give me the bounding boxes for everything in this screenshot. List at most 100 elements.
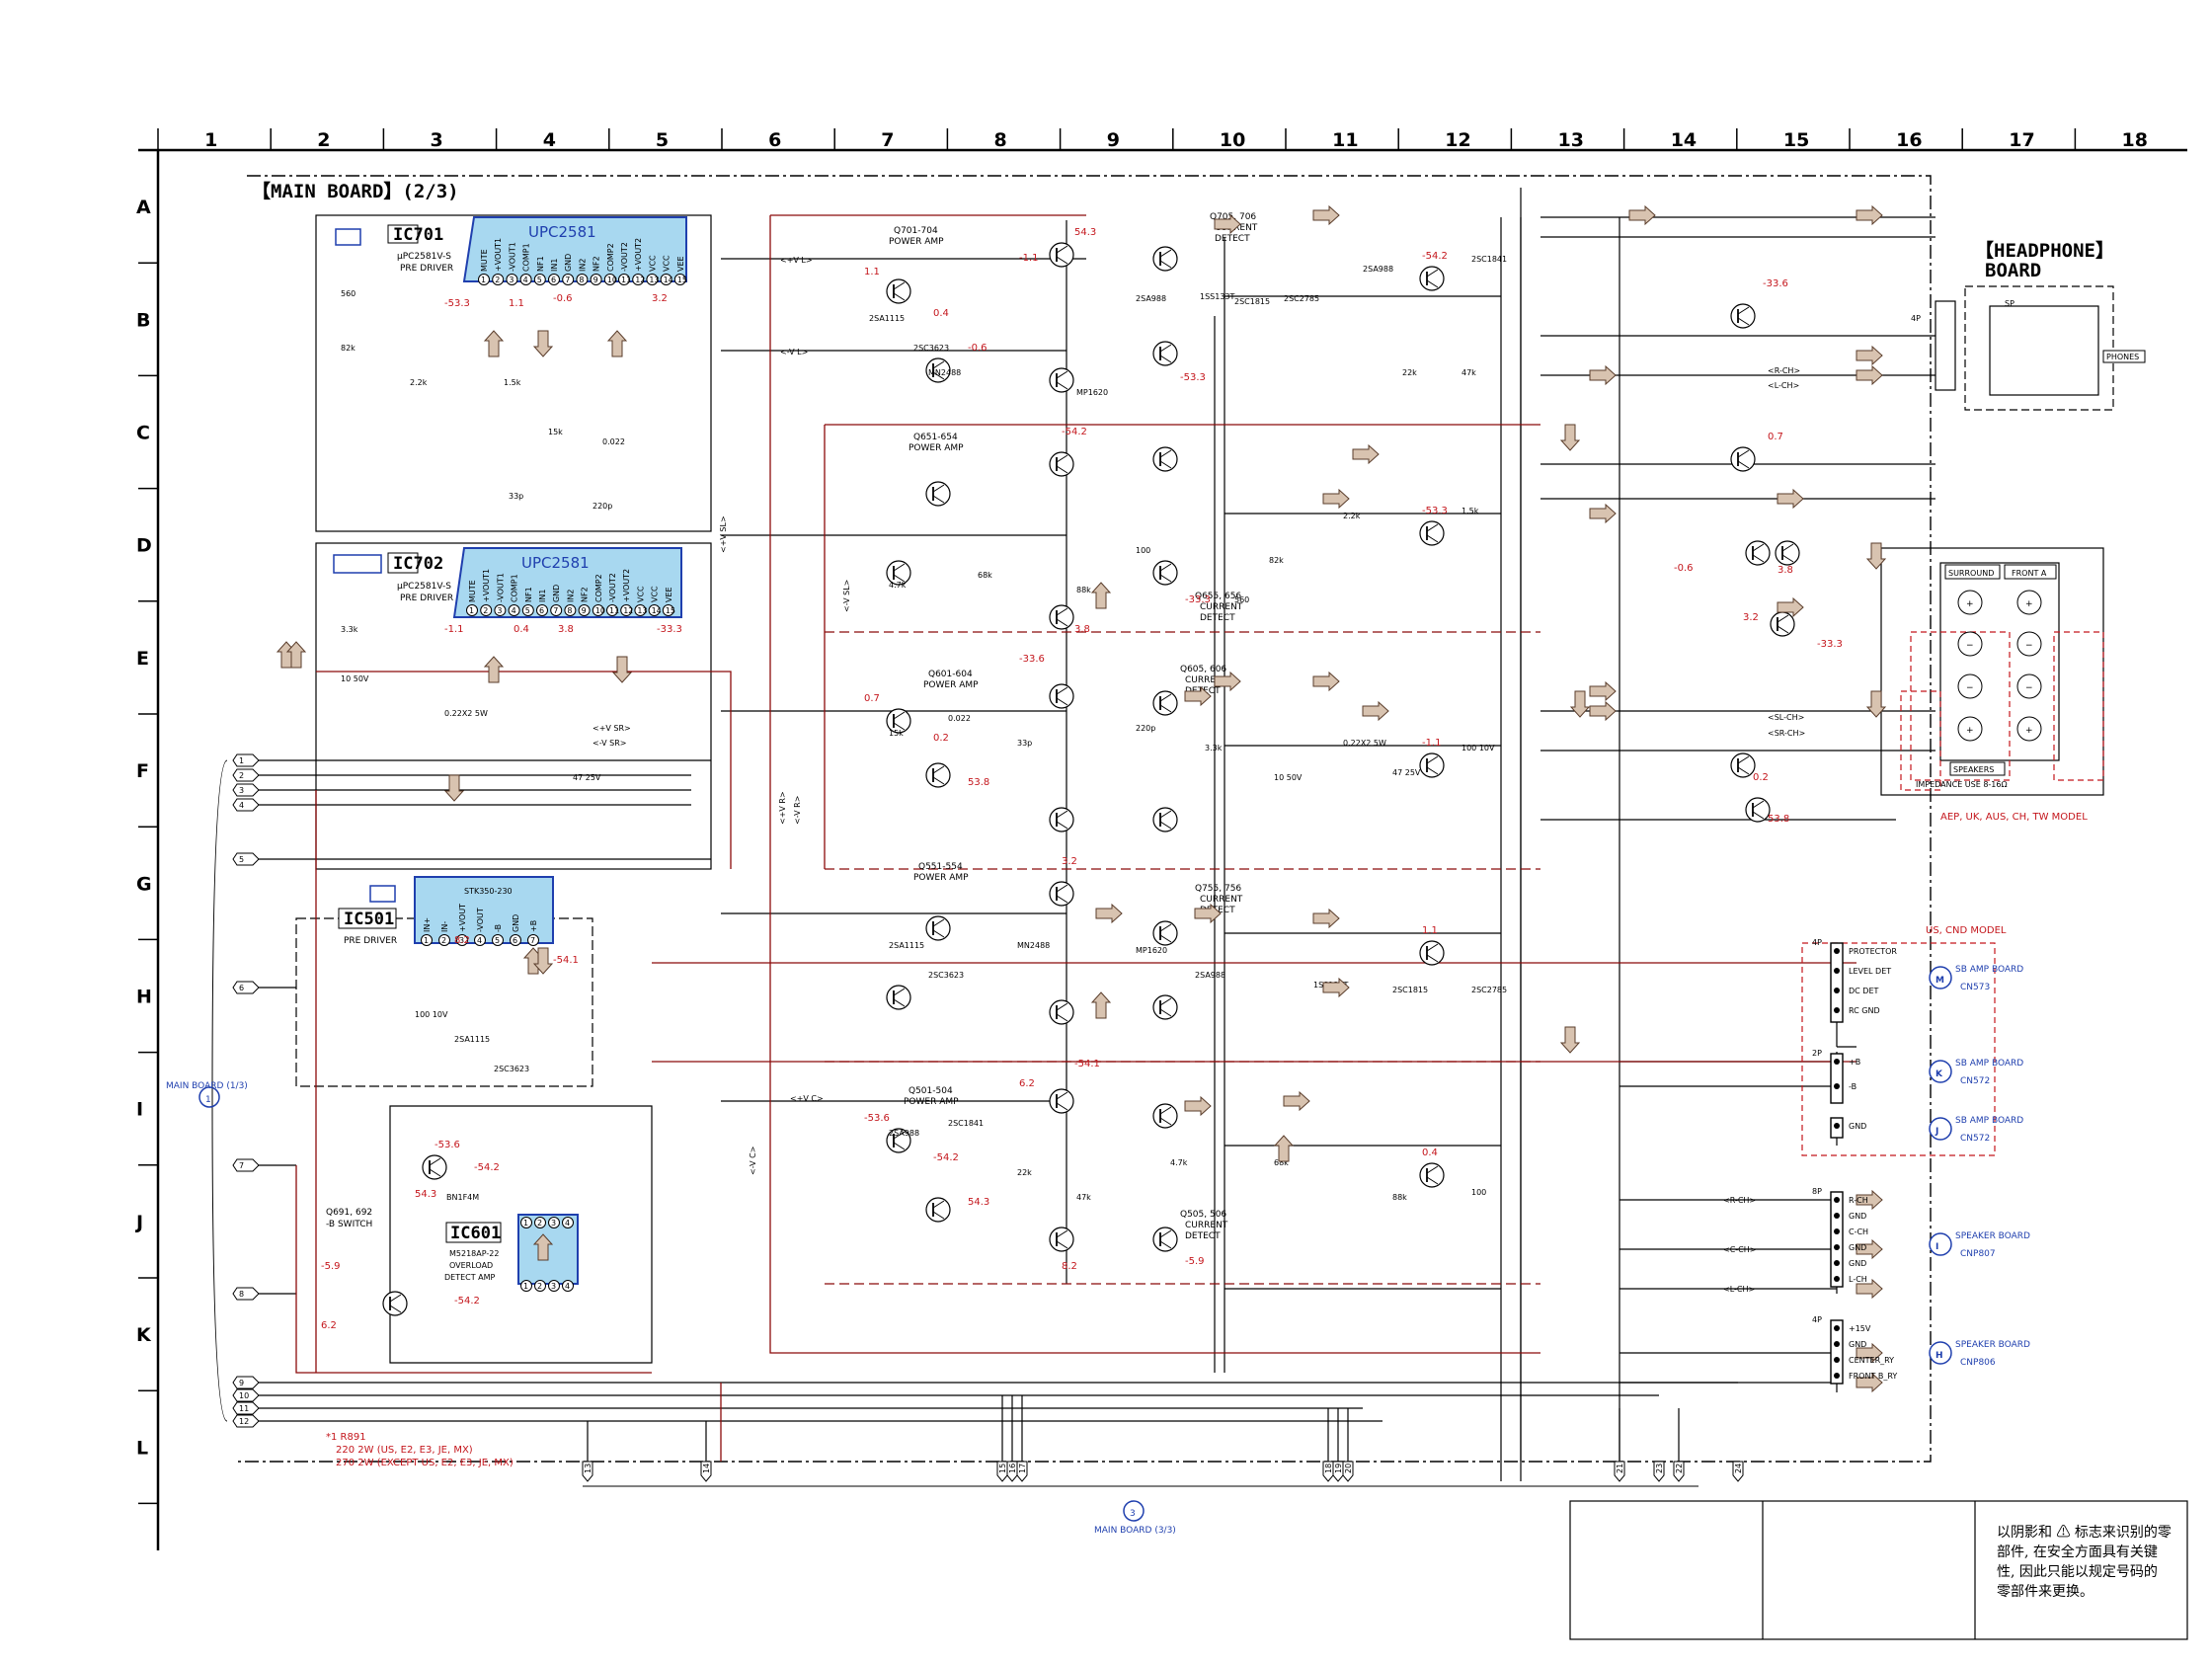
svg-text:2: 2 (495, 276, 500, 284)
left-connector-num: 12 (239, 1417, 249, 1426)
transistor (1049, 881, 1074, 907)
detect-role1-3: CURRENT (1200, 895, 1243, 905)
signal-arrow (1856, 1238, 1883, 1260)
detect-role1-1: CURRENT (1200, 602, 1243, 612)
ic501-role: PRE DRIVER (344, 936, 397, 946)
voltage-label: -54.2 (933, 1152, 959, 1163)
svg-text:12: 12 (635, 276, 645, 284)
ic-pin (578, 604, 591, 616)
svg-text:+: + (1966, 726, 1974, 736)
col-label-15: 15 (1783, 129, 1809, 151)
svg-text:4P: 4P (1812, 1315, 1822, 1324)
part-label: 100 10V (1462, 744, 1495, 752)
part-label: 2SC1815 (1234, 297, 1270, 306)
detect-role2-4: DETECT (1185, 1231, 1221, 1241)
left-connector-num: 8 (239, 1290, 244, 1299)
svg-text:2: 2 (537, 1219, 542, 1227)
voltage-label: -33.6 (1019, 654, 1045, 665)
svg-text:7: 7 (530, 936, 535, 945)
ic-pin-name: NF2 (592, 256, 601, 272)
voltage-label: 53.8 (1768, 814, 1789, 825)
ic-pin-name: IN2 (578, 259, 587, 272)
left-connector-5 (232, 852, 260, 866)
ic-pin (520, 1217, 532, 1228)
ic-pin (510, 934, 521, 946)
part-label: 22k (1402, 368, 1417, 377)
voltage-label: -54.2 (1422, 251, 1448, 262)
part-label: 100 (1136, 546, 1150, 555)
board-title: 【MAIN BOARD】(2/3) (252, 180, 459, 202)
ic601-sub: OVERLOAD (449, 1261, 493, 1270)
ic-pin (534, 1217, 546, 1228)
voltage-label: 3.2 (652, 293, 668, 304)
ic702-role: PRE DRIVER (400, 594, 453, 603)
speaker-terminals: SURROUND FRONT A ++−−−−++ SPEAKERS IMPED… (1916, 564, 2088, 823)
power-rails (295, 214, 1856, 1462)
svg-text:4: 4 (512, 606, 516, 615)
voltage-label: -54.2 (474, 1162, 500, 1173)
stage-role-1: POWER AMP (908, 443, 964, 453)
part-label: 47 25V (573, 773, 601, 782)
transistor (925, 481, 951, 507)
transistor (1770, 611, 1795, 637)
ic-pin (533, 274, 546, 285)
svg-text:9: 9 (582, 606, 587, 615)
svg-text:SPEAKER BOARD: SPEAKER BOARD (1955, 1340, 2030, 1350)
ic-pin (438, 934, 450, 946)
ic-pin (520, 1280, 532, 1292)
row-label-J: J (134, 1212, 143, 1233)
signal-arrow (1090, 991, 1112, 1019)
signal-arrow (483, 656, 505, 683)
signal-arrow (1856, 345, 1883, 366)
svg-text:6: 6 (539, 606, 544, 615)
part-label: 2SA1115 (889, 941, 924, 950)
part-label: 88k (1392, 1193, 1407, 1202)
impedance-label: IMPEDANCE USE 8-16Ω (1916, 780, 2008, 789)
part-label: 220p (1136, 724, 1155, 733)
ic-pin (494, 604, 507, 616)
voltage-label: -54.2 (1062, 427, 1087, 437)
mid-signal-6: <+V R> (778, 791, 787, 825)
transistor (1419, 752, 1445, 778)
ic-pin (548, 1280, 560, 1292)
stage-ref-3: Q551-554 (918, 862, 963, 872)
bottom-connector-num: 18 (1324, 1464, 1333, 1473)
connector-pin: +15V (1849, 1324, 1871, 1333)
voltage-label: 54.3 (415, 1189, 436, 1200)
left-connector-num: 3 (239, 786, 244, 795)
voltage-label: -53.6 (434, 1140, 460, 1150)
ic-pin-name: -VOUT1 (508, 242, 516, 272)
ic-pin (646, 274, 659, 285)
col-label-18: 18 (2122, 129, 2148, 151)
ic-pin-name: GND (564, 254, 573, 272)
svg-text:1: 1 (424, 936, 429, 945)
wiring (237, 175, 2188, 1640)
connector-pin: LEVEL DET (1849, 967, 1891, 976)
voltage-label: 0.7 (864, 693, 880, 704)
ic702-package: IC702 UPC2581 μPC2581V-S PRE DRIVER (333, 547, 682, 618)
ic-pin-name: VEE (665, 587, 673, 602)
ic501-part: STK350-230 (464, 887, 513, 896)
ic-pin (521, 604, 534, 616)
ic501-ref: IC501 (344, 910, 394, 929)
row-label-I: I (136, 1099, 143, 1121)
voltage-label: -33.3 (1185, 594, 1211, 605)
voltage-label: 54.3 (1074, 227, 1096, 238)
left-connector-6 (232, 981, 260, 994)
left-connector-num: 7 (239, 1161, 244, 1170)
r891-option-a: 220 2W (US, E2, E3, JE, MX) (336, 1445, 473, 1456)
ic-pin (590, 274, 602, 285)
mid-signal-16: <L-CH> (1723, 1285, 1755, 1294)
left-connector-num: 2 (239, 771, 244, 780)
detect-labels: Q705, 706CURRENTDETECTQ655, 656CURRENTDE… (1180, 212, 1258, 1241)
ic-pin-name: +VOUT2 (622, 569, 631, 602)
svg-text:3: 3 (551, 1219, 556, 1227)
voltage-label: -1.1 (1422, 738, 1442, 749)
mid-signal-2: <+V SL> (719, 515, 728, 553)
connector-pin: C-CH (1849, 1227, 1868, 1236)
signal-arrow (1322, 977, 1350, 998)
stage-role-2: POWER AMP (923, 680, 979, 690)
svg-text:15: 15 (677, 276, 687, 284)
part-label: 100 (1471, 1188, 1486, 1197)
